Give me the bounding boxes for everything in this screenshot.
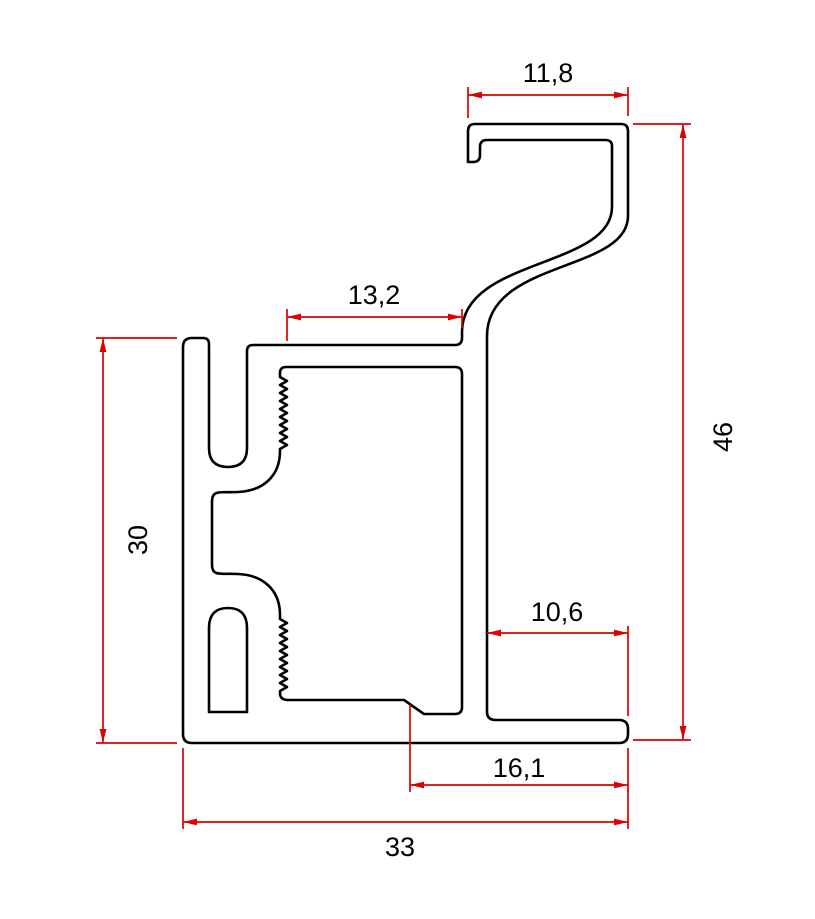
label-overall-height: 46: [708, 422, 738, 452]
label-slot-width: 13,2: [348, 280, 401, 310]
dim-flange-width: [409, 705, 629, 792]
dimension-labels: 11,8 46 13,2 30 10,6 16,1 33: [123, 58, 738, 862]
dim-overall-width: [182, 748, 629, 829]
dim-overall-height: [633, 123, 691, 741]
label-left-height: 30: [123, 525, 153, 555]
dimension-lines: [96, 87, 691, 829]
dim-flange-offset: [487, 626, 629, 716]
dim-left-height: [96, 337, 177, 744]
label-flange-width: 16,1: [493, 753, 546, 783]
profile-outline: [181, 122, 630, 745]
dim-slot-width: [286, 309, 463, 341]
label-overall-width: 33: [385, 832, 415, 862]
dim-top-width: [467, 87, 629, 118]
label-flange-offset: 10,6: [531, 597, 584, 627]
label-top-width: 11,8: [523, 58, 574, 88]
